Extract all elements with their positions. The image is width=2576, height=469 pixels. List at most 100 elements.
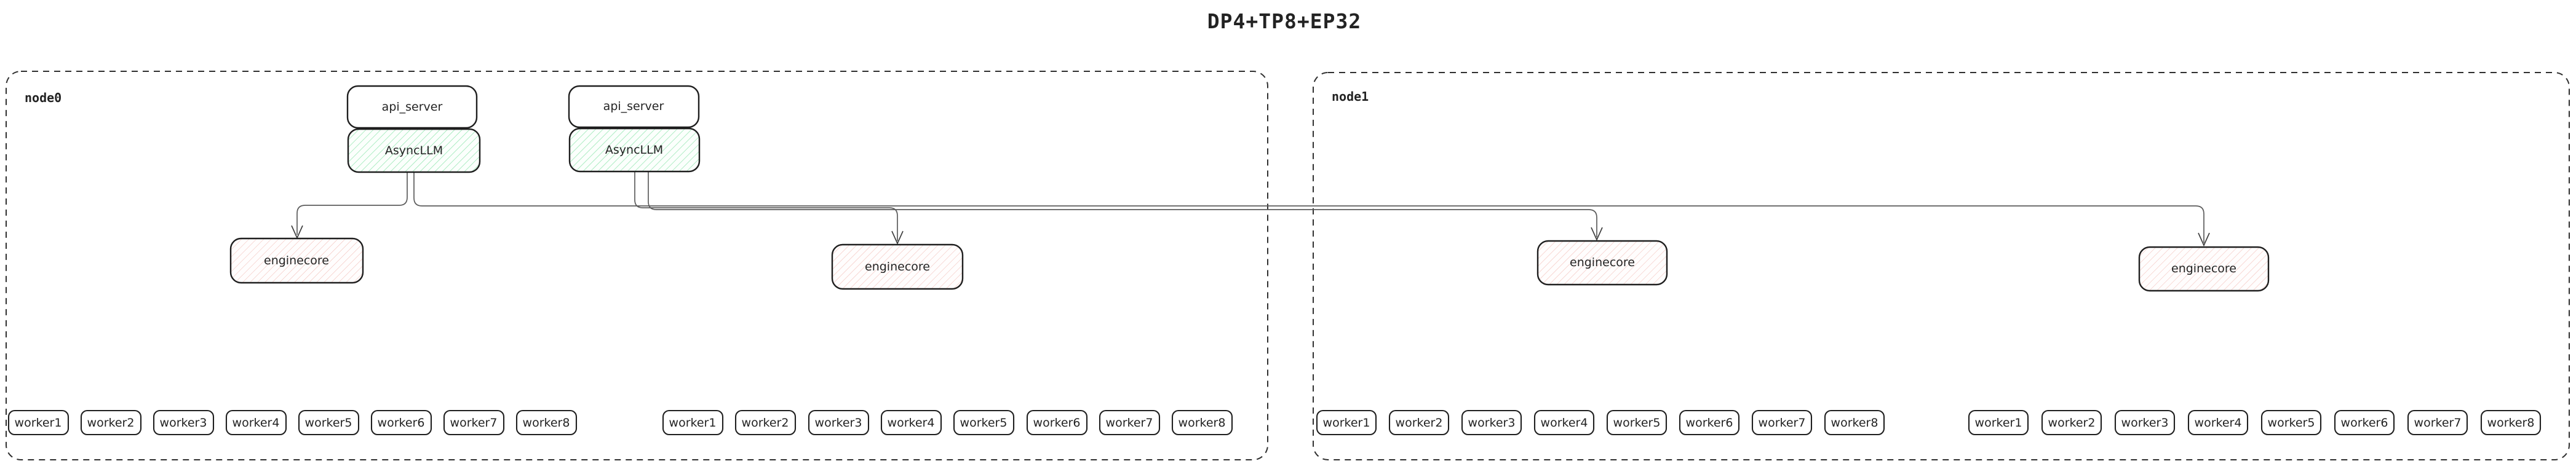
api-server-2-box [568,85,700,128]
enginecore-3-group: enginecore [1536,240,1668,286]
worker-label: worker2 [742,416,789,430]
worker-box: worker6 [1026,409,1088,436]
worker-label: worker4 [233,416,280,430]
worker-label: worker2 [87,416,135,430]
worker-box: worker3 [2114,409,2176,436]
api-server-1-label: api_server [382,100,443,114]
worker-label: worker5 [2268,416,2315,430]
worker-box: worker5 [1606,409,1668,436]
worker-box: worker7 [2407,409,2468,436]
worker-group-3: worker1 worker2 worker3 worker4 worker5 … [1316,409,1885,436]
asyncllm-2-label: AsyncLLM [605,143,663,157]
worker-label: worker8 [2487,416,2535,430]
arrowhead-enginecore2 [891,231,904,245]
worker-box: worker8 [2480,409,2542,436]
worker-box: worker1 [662,409,724,436]
worker-box: worker2 [80,409,142,436]
worker-box: worker3 [808,409,870,436]
worker-label: worker4 [2195,416,2242,430]
enginecore-3-label: enginecore [1570,256,1635,269]
worker-box: worker8 [515,409,578,436]
enginecore-2-label: enginecore [865,260,930,274]
worker-label: worker7 [1106,416,1153,430]
arrowhead-enginecore4 [2198,232,2210,247]
worker-label: worker8 [1831,416,1878,430]
worker-box: worker1 [1968,409,2029,436]
arrowhead-enginecore3 [1591,227,1603,242]
asyncllm-2-box [568,127,701,173]
worker-label: worker3 [2121,416,2169,430]
worker-box: worker5 [2260,409,2322,436]
worker-label: worker7 [2414,416,2462,430]
worker-label: worker5 [1613,416,1661,430]
worker-box: worker8 [1824,409,1885,436]
worker-box: worker3 [1461,409,1522,436]
worker-box: worker2 [734,409,797,436]
node1-container: node1 [1313,72,2570,460]
worker-label: worker1 [15,416,62,430]
api-server-1-group: api_server AsyncLLM [346,85,481,173]
worker-box: worker6 [1679,409,1740,436]
worker-box: worker2 [2041,409,2102,436]
worker-box: worker1 [1316,409,1377,436]
worker-group-4: worker1 worker2 worker3 worker4 worker5 … [1968,409,2542,436]
worker-label: worker1 [1975,416,2022,430]
edge-asyncllm1-enginecore4 [413,172,2204,243]
worker-label: worker2 [1396,416,1443,430]
worker-box: worker7 [1099,409,1161,436]
enginecore-1-label: enginecore [264,254,329,267]
worker-label: worker6 [2341,416,2388,430]
api-server-2-group: api_server AsyncLLM [568,85,701,173]
edges [291,171,2210,247]
worker-box: worker4 [1533,409,1595,436]
node1-frame [1313,72,2570,460]
enginecore-2-box [831,243,964,290]
worker-box: worker6 [370,409,432,436]
worker-box: worker4 [2187,409,2249,436]
worker-label: worker6 [378,416,425,430]
worker-label: worker5 [960,416,1008,430]
worker-label: worker8 [523,416,570,430]
node0-container: node0 [6,71,1268,460]
worker-label: worker3 [160,416,207,430]
worker-box: worker8 [1171,409,1233,436]
worker-label: worker4 [888,416,935,430]
worker-label: worker8 [1179,416,1226,430]
worker-box: worker7 [443,409,505,436]
worker-box: worker5 [298,409,360,436]
worker-label: worker3 [1468,416,1516,430]
enginecore-3-box [1536,240,1668,286]
worker-box: worker2 [1388,409,1450,436]
worker-label: worker7 [1759,416,1806,430]
asyncllm-1-label: AsyncLLM [385,144,443,157]
worker-box: worker7 [1751,409,1813,436]
worker-label: worker6 [1686,416,1733,430]
worker-group-2: worker1 worker2 worker3 worker4 worker5 … [662,409,1233,436]
worker-box: worker1 [7,409,70,436]
edge-asyncllm2-enginecore2 [634,171,898,241]
worker-label: worker1 [1323,416,1370,430]
node0-frame [6,71,1268,460]
diagram-title: DP4+TP8+EP32 [1207,9,1361,33]
enginecore-4-label: enginecore [2171,262,2236,275]
worker-label: worker2 [2048,416,2096,430]
enginecore-1-box [229,237,364,284]
api-server-2-label: api_server [603,100,664,113]
worker-group-1: worker1 worker2 worker3 worker4 worker5 … [7,409,578,436]
node0-label: node0 [25,90,62,105]
enginecore-2-group: enginecore [831,243,964,290]
worker-label: worker5 [305,416,352,430]
worker-label: worker6 [1033,416,1081,430]
worker-label: worker3 [815,416,862,430]
enginecore-4-box [2138,246,2270,292]
worker-box: worker6 [2334,409,2395,436]
worker-box: worker3 [153,409,215,436]
worker-label: worker7 [450,416,498,430]
worker-label: worker4 [1541,416,1588,430]
edge-asyncllm1-enginecore1 [296,172,408,235]
edge-asyncllm2-enginecore3 [648,171,1597,237]
api-server-1-box [346,85,478,129]
enginecore-1-group: enginecore [229,237,364,284]
